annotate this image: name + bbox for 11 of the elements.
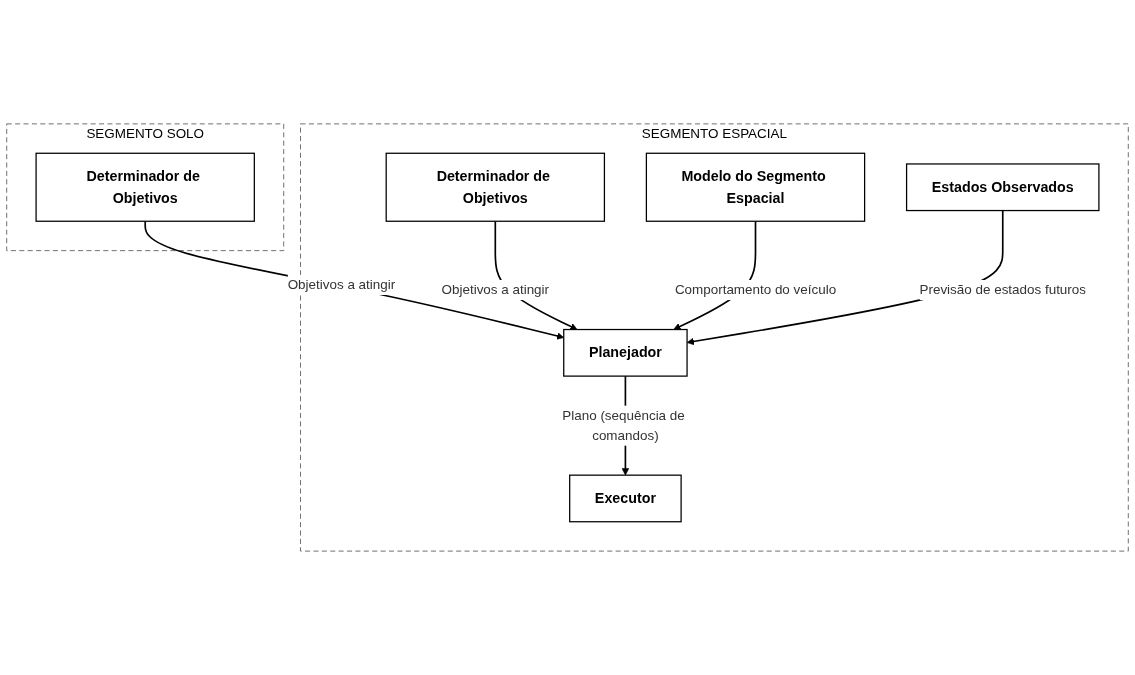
node-box: Executor <box>569 474 682 523</box>
edge-label: Previsão de estados futuros <box>919 282 1086 297</box>
node-box: Determinador de Objetivos <box>35 152 255 222</box>
node-box: Modelo do Segmento Espacial <box>645 152 866 222</box>
node-box: Determinador de Objetivos <box>385 152 606 222</box>
edge-label: Objetivos a atingir <box>441 282 550 297</box>
node-box: Planejador <box>563 328 688 377</box>
node-box: Estados Observados <box>905 163 1100 212</box>
edge-label: Comportamento do veículo <box>674 282 837 297</box>
edge-label: Plano (sequência de comandos) <box>562 408 685 443</box>
edge-label: Objetivos a atingir <box>287 277 396 292</box>
